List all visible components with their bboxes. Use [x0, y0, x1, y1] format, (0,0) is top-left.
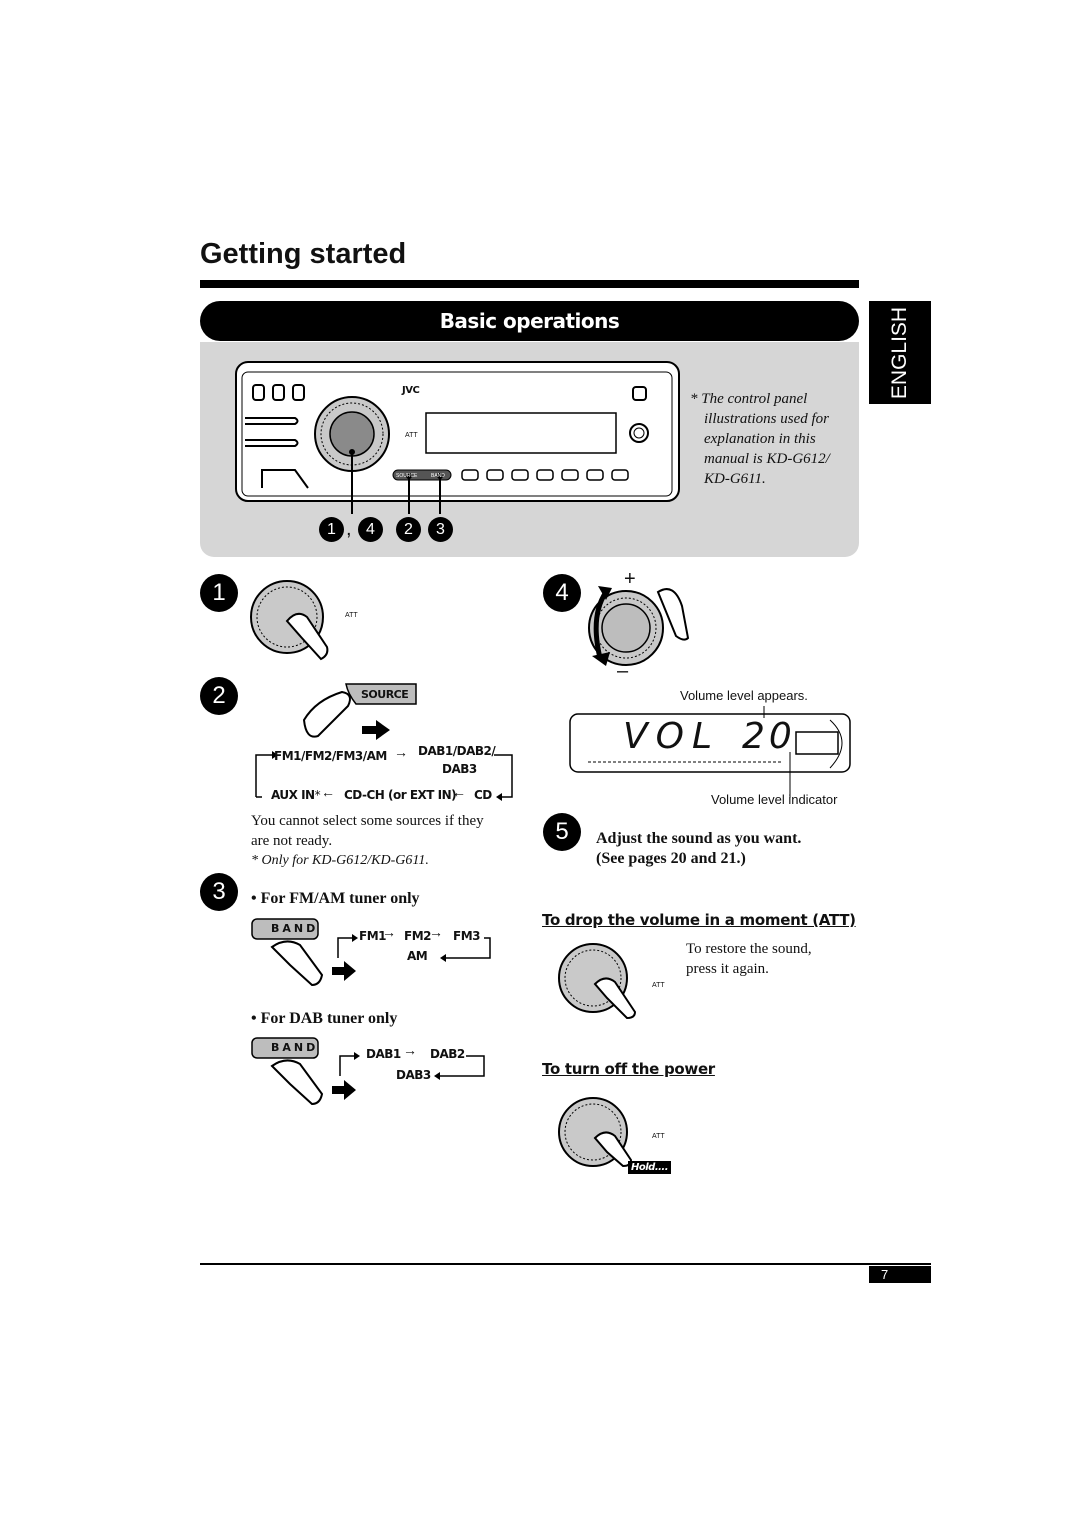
volume-knob-icon [588, 586, 690, 666]
att-section-heading: To drop the volume in a moment (ATT) [542, 911, 856, 929]
power-section-att-label: ATT [652, 1133, 665, 1140]
dab-heading: • For DAB tuner only [251, 1010, 398, 1027]
hold-badge: Hold.... [628, 1161, 672, 1174]
flow-arrow: → [403, 1044, 417, 1059]
step-5-line1: Adjust the sound as you want. [596, 830, 802, 847]
step-1-att-label: ATT [345, 612, 358, 619]
step-2-number: 2 [200, 677, 238, 715]
flow-fm-am: FM1/FM2/FM3/AM [274, 749, 387, 763]
band-button-label-dab: BAND [271, 1041, 319, 1054]
band-press-icon [251, 1037, 356, 1106]
step-4-number: 4 [543, 574, 581, 612]
flow-cd-ch: CD-CH (or EXT IN) [344, 788, 457, 802]
flow-arrow: ← [321, 786, 335, 801]
panel-note: * The control panel illustrations used f… [690, 389, 830, 489]
step-1-number: 1 [200, 574, 238, 612]
panel-note-line: KD-G611. [704, 471, 766, 487]
att-restore-line2: press it again. [686, 961, 769, 977]
dab2-label: DAB2 [430, 1047, 465, 1061]
callout-4: 4 [358, 517, 383, 542]
volume-minus: – [617, 660, 629, 682]
dab-flow-diagram [339, 1052, 485, 1080]
step-5-line2: (See pages 20 and 21.) [596, 850, 746, 867]
att-press-icon [558, 943, 637, 1020]
band-button-label: BAND [271, 922, 319, 935]
display-level: 20 [742, 716, 796, 757]
control-panel-illustration [235, 361, 680, 514]
callout-comma: , [346, 518, 352, 540]
panel-note-line: explanation in this [704, 431, 816, 447]
volume-display [569, 706, 851, 798]
flow-arrow: → [394, 746, 408, 761]
language-tab: ENGLISH [869, 301, 931, 404]
am-label: AM [407, 949, 428, 963]
flow-cd: CD [474, 788, 492, 802]
step-5-number: 5 [543, 813, 581, 851]
power-press-icon [558, 1097, 633, 1168]
band-press-icon [251, 918, 356, 987]
att-restore-line1: To restore the sound, [686, 941, 812, 957]
flow-aux-in-label: AUX IN [271, 788, 315, 802]
step-2-footnote: * Only for KD-G612/KD-G611. [251, 853, 429, 868]
brand-logo: JVC [402, 385, 420, 396]
section-heading: Basic operations [200, 301, 859, 341]
panel-note-line: illustrations used for [704, 411, 830, 427]
knob-press-icon [250, 580, 329, 661]
power-section-heading: To turn off the power [542, 1060, 715, 1078]
panel-att-label: ATT [405, 432, 418, 439]
panel-note-line: manual is KD-G612/ [704, 451, 830, 467]
footer-rule [200, 1263, 931, 1265]
language-tab-label: ENGLISH [888, 306, 911, 399]
step-2-note-line: You cannot select some sources if they [251, 813, 484, 829]
att-section-att-label: ATT [652, 982, 665, 989]
panel-source-key: SOURCE [396, 473, 418, 479]
step-3-number: 3 [200, 873, 238, 911]
callout-3: 3 [428, 517, 453, 542]
title-rule [200, 280, 859, 288]
volume-appears-label: Volume level appears. [680, 688, 808, 703]
flow-arrow: → [429, 926, 443, 941]
panel-note-line: * The control panel [690, 391, 808, 407]
step-2-note: You cannot select some sources if they a… [251, 811, 484, 851]
flow-arrow: ← [452, 786, 466, 801]
step-2-note-line: are not ready. [251, 833, 333, 849]
fm-flow-diagram [337, 934, 491, 962]
fm3-label: FM3 [453, 929, 481, 943]
flow-arrow: → [382, 926, 396, 941]
callout-1: 1 [319, 517, 344, 542]
dab1-label: DAB1 [366, 1047, 401, 1061]
fm2-label: FM2 [404, 929, 432, 943]
source-press-icon [302, 683, 417, 740]
volume-plus: + [624, 568, 636, 590]
volume-indicator-label: Volume level indicator [711, 792, 838, 807]
page-title: Getting started [200, 238, 407, 270]
callout-2: 2 [396, 517, 421, 542]
flow-dab3: DAB3 [442, 762, 477, 776]
panel-band-key: BAND [431, 473, 445, 479]
flow-aux-in: AUX IN* [271, 788, 321, 802]
flow-dab12: DAB1/DAB2/ [418, 744, 496, 758]
source-flow-diagram [255, 751, 513, 801]
flow-aux-star: * [314, 788, 321, 802]
dab3-label: DAB3 [396, 1068, 431, 1082]
fmam-heading: • For FM/AM tuner only [251, 890, 420, 907]
fm1-label: FM1 [359, 929, 387, 943]
display-vol-text: VOL [623, 716, 721, 757]
source-button-label: SOURCE [361, 688, 409, 701]
page-number: 7 [869, 1266, 931, 1283]
